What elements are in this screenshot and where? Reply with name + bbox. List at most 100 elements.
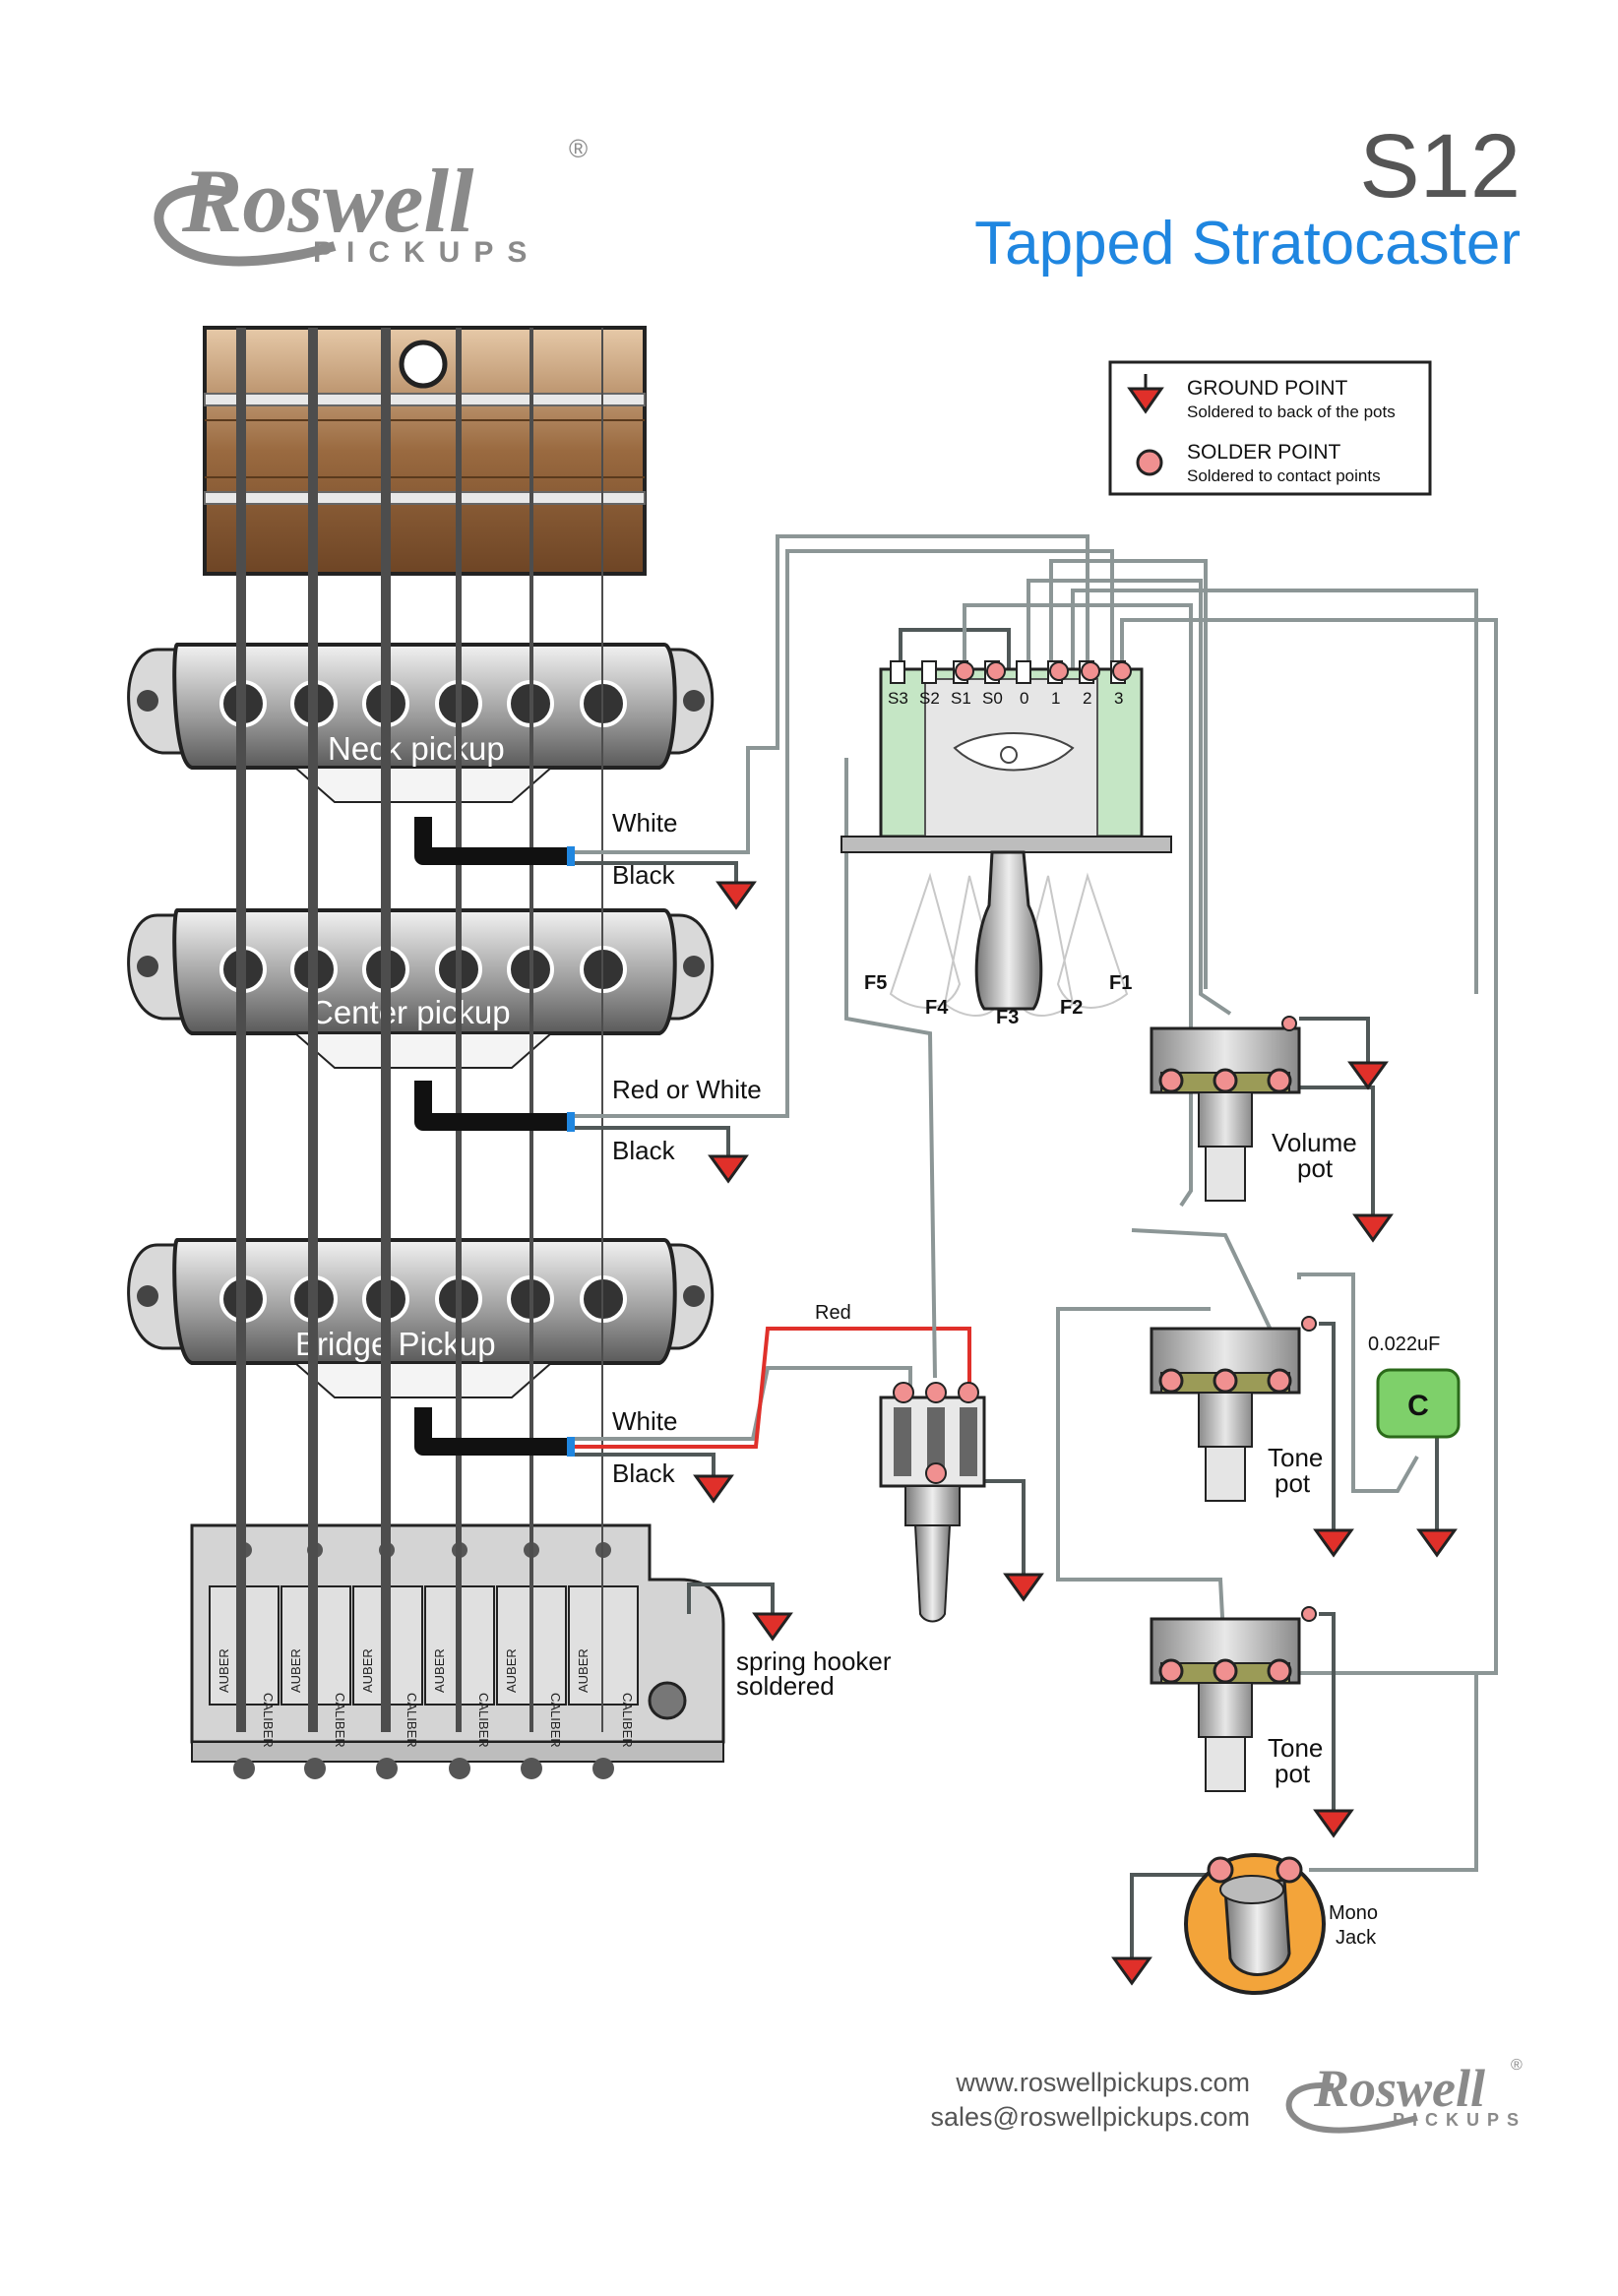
terminal-label: 3 bbox=[1114, 689, 1123, 708]
solder-point bbox=[1267, 1368, 1292, 1394]
saddle-brand: AUBER bbox=[217, 1648, 231, 1693]
footer-logo-name: Roswell bbox=[1313, 2059, 1485, 2118]
mono-jack: Mono Jack bbox=[1184, 1853, 1378, 1995]
footer-email: sales@roswellpickups.com bbox=[930, 2102, 1250, 2132]
guitar-strings bbox=[236, 328, 603, 1732]
solder-point bbox=[1158, 1068, 1184, 1093]
spring-label-2: soldered bbox=[736, 1671, 835, 1701]
ground-icon bbox=[1003, 1573, 1044, 1602]
ground-icon bbox=[752, 1612, 793, 1642]
wiring bbox=[575, 534, 1498, 1958]
legend-solder-desc: Soldered to contact points bbox=[1187, 466, 1381, 485]
bridge-pickup-label: Bridge Pickup bbox=[295, 1326, 496, 1362]
switch-terminal-labels: S3 S2 S1 S0 0 1 2 3 bbox=[888, 689, 1123, 708]
center-pickup-label: Center pickup bbox=[310, 994, 511, 1030]
legend-solder-title: SOLDER POINT bbox=[1187, 441, 1341, 464]
solder-point bbox=[1049, 661, 1069, 681]
terminal-label: 2 bbox=[1083, 689, 1091, 708]
solder-point bbox=[958, 1382, 979, 1403]
legend-box: GROUND POINT Soldered to back of the pot… bbox=[1108, 360, 1432, 496]
switch-position-labels: F5 F4 F3 F2 F1 bbox=[864, 972, 1132, 1028]
saddle-brand: AUBER bbox=[360, 1648, 375, 1693]
ground-symbols bbox=[693, 881, 1458, 1986]
solder-point bbox=[1112, 661, 1132, 681]
ground-icon bbox=[1313, 1528, 1354, 1558]
ground-icon bbox=[708, 1154, 749, 1184]
spring-label-1: spring hooker bbox=[736, 1646, 892, 1676]
position-label: F2 bbox=[1060, 997, 1083, 1019]
terminal-label: S0 bbox=[982, 689, 1003, 708]
bridge-white-label: White bbox=[612, 1406, 677, 1436]
saddle-brand: AUBER bbox=[432, 1648, 447, 1693]
saddle-brand: AUBER bbox=[288, 1648, 303, 1693]
jack-label-2: Jack bbox=[1336, 1927, 1377, 1949]
tone-pot-1-label-2: pot bbox=[1275, 1468, 1311, 1498]
footer-logo: Roswell ® PICKUPS bbox=[1285, 2057, 1526, 2134]
tone-pot-2: Tone pot bbox=[1150, 1606, 1323, 1792]
tone-pot-2-label-2: pot bbox=[1275, 1759, 1311, 1788]
wire-labels: White Black Red or White Black White Bla… bbox=[612, 808, 892, 1701]
center-pickup: Center pickup bbox=[127, 908, 715, 1069]
solder-point bbox=[1267, 1068, 1292, 1093]
five-way-switch: S3 S2 S1 S0 0 1 2 3 F5 F4 F3 F2 F1 bbox=[840, 660, 1172, 1028]
solder-point bbox=[1213, 1068, 1238, 1093]
saddle-brand: CALIBER bbox=[620, 1693, 635, 1748]
terminal-label: 0 bbox=[1020, 689, 1028, 708]
footer-logo-registered: ® bbox=[1511, 2057, 1523, 2074]
logo-swoosh bbox=[154, 184, 337, 267]
solder-point bbox=[1213, 1368, 1238, 1394]
solder-point bbox=[1213, 1658, 1238, 1684]
solder-point bbox=[1281, 1016, 1297, 1031]
solder-point bbox=[925, 1462, 947, 1484]
solder-point bbox=[1301, 1606, 1317, 1622]
ground-icon bbox=[1352, 1213, 1394, 1243]
position-label: F4 bbox=[925, 997, 949, 1019]
brand-logo: Roswell ® PICKUPS bbox=[154, 134, 588, 269]
logo-registered: ® bbox=[569, 134, 588, 163]
position-label: F1 bbox=[1109, 972, 1132, 994]
solder-point bbox=[1207, 1856, 1234, 1884]
tone-pot-2-label-1: Tone bbox=[1268, 1733, 1323, 1763]
diagram-code: S12 bbox=[1359, 116, 1521, 217]
volume-pot: Volume pot bbox=[1150, 1016, 1357, 1202]
neck-pickup-label: Neck pickup bbox=[328, 730, 505, 767]
jack-label-1: Mono bbox=[1329, 1902, 1378, 1924]
string-tree-hole bbox=[399, 340, 448, 389]
saddle-brand: CALIBER bbox=[548, 1693, 563, 1748]
terminal-label: S3 bbox=[888, 689, 908, 708]
logo-name: Roswell bbox=[181, 151, 474, 251]
ground-icon bbox=[716, 881, 757, 910]
capacitor-letter: C bbox=[1407, 1390, 1429, 1422]
trem-arm-socket bbox=[648, 1681, 687, 1720]
solder-point bbox=[1267, 1658, 1292, 1684]
legend-ground-desc: Soldered to back of the pots bbox=[1187, 403, 1396, 421]
solder-point bbox=[1081, 661, 1100, 681]
footer-logo-sub: PICKUPS bbox=[1393, 2110, 1526, 2130]
solder-point bbox=[1301, 1316, 1317, 1332]
ground-icon bbox=[1127, 374, 1164, 414]
ground-icon bbox=[1347, 1061, 1389, 1090]
capacitor: 0.022uF C bbox=[1368, 1334, 1461, 1439]
terminal-label: 1 bbox=[1051, 689, 1060, 708]
bridge-black-label: Black bbox=[612, 1458, 676, 1488]
saddle-brand: AUBER bbox=[504, 1648, 519, 1693]
solder-point bbox=[1158, 1368, 1184, 1394]
switch-terminals bbox=[890, 660, 1132, 684]
tone-pot-1-label-1: Tone bbox=[1268, 1443, 1323, 1472]
position-label: F3 bbox=[996, 1007, 1019, 1028]
bridge-screws-bottom bbox=[233, 1758, 614, 1779]
diagram-title: Tapped Stratocaster bbox=[974, 210, 1521, 278]
headstock-wood bbox=[203, 326, 647, 576]
neck-pickup: Neck pickup bbox=[127, 643, 715, 803]
switch-lever bbox=[974, 850, 1043, 1011]
position-label: F5 bbox=[864, 972, 887, 994]
terminal-label: S1 bbox=[951, 689, 971, 708]
center-black-label: Black bbox=[612, 1136, 676, 1165]
tone-pot-1: Tone pot bbox=[1150, 1316, 1323, 1502]
saddle-brand: CALIBER bbox=[333, 1693, 347, 1748]
solder-point-icon bbox=[1136, 449, 1163, 476]
volume-pot-label-2: pot bbox=[1297, 1153, 1334, 1183]
saddle-brand: CALIBER bbox=[476, 1693, 491, 1748]
ground-icon bbox=[693, 1474, 734, 1504]
